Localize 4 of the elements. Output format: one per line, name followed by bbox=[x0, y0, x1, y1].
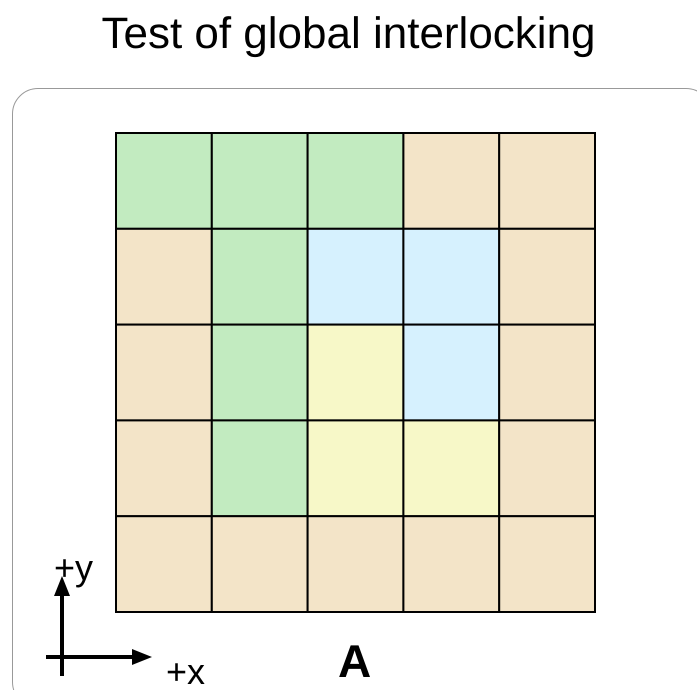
title: Test of global interlocking bbox=[100, 12, 597, 56]
panel-label: A bbox=[338, 638, 372, 684]
axis-label: +y bbox=[54, 550, 94, 586]
axis-label: +x bbox=[166, 654, 206, 690]
